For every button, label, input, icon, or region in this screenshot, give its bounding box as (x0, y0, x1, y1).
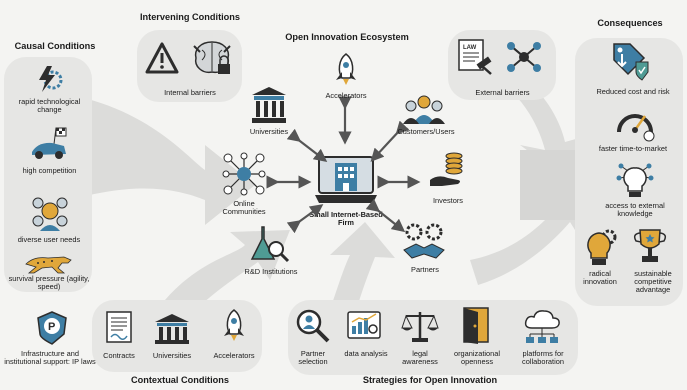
partner-search-icon (296, 309, 330, 343)
external-barriers-label: External barriers (475, 88, 530, 97)
consequence-item-3: access to external knowledge (605, 201, 665, 218)
ecosystem-rd-institutions: R&D Institutions (244, 267, 298, 276)
contextual-item-1: Contracts (103, 351, 135, 360)
law-document-gavel-icon: LAW (458, 39, 492, 75)
rocket-icon (224, 309, 244, 341)
ecosystem-investors: Investors (433, 196, 463, 205)
rocket-icon (336, 53, 356, 85)
network-nodes-icon (507, 42, 541, 72)
lightbulb-gear-icon (587, 229, 617, 265)
strategy-item-4: organizational openness (453, 349, 501, 366)
university-building-icon (155, 314, 189, 344)
race-car-flag-icon (32, 127, 67, 159)
strategy-item-5: platforms for collaboration (522, 349, 564, 366)
laptop-building-icon (315, 156, 377, 203)
strategies-title: Strategies for Open Innovation (362, 375, 498, 385)
causal-item-3: diverse user needs (17, 235, 81, 244)
ecosystem-accelerators: Accelerators (325, 91, 367, 100)
intervening-title: Intervening Conditions (139, 12, 241, 22)
ecosystem-customers: Customers/Users (397, 127, 455, 136)
consequence-item-1: Reduced cost and risk (596, 87, 670, 96)
causal-item-4: survival pressure (agility, speed) (8, 274, 90, 291)
central-firm-label: Small Internet-Based Firm (309, 210, 383, 227)
flask-magnifier-icon (250, 226, 290, 263)
causal-panel (4, 57, 92, 292)
causal-title: Causal Conditions (14, 41, 96, 51)
online-communities-icon (222, 152, 266, 196)
warning-triangle-icon (145, 42, 179, 74)
consequence-item-4: radical innovation (583, 269, 617, 286)
cheetah-icon (25, 256, 72, 274)
contract-icon (106, 311, 132, 343)
lightbulb-network-icon (616, 163, 654, 197)
trophy-icon (633, 229, 667, 262)
price-tag-shield-icon (613, 43, 649, 81)
contextual-item-3: Accelerators (213, 351, 255, 360)
coins-hand-icon (430, 152, 463, 186)
causal-item-1: rapid technological change (18, 97, 81, 114)
causal-item-2: high competition (22, 166, 77, 175)
ecosystem-title: Open Innovation Ecosystem (285, 32, 409, 42)
ip-shield-icon: P (37, 311, 67, 345)
consequence-item-5: sustainable competitive advantage (634, 269, 672, 294)
contextual-item-2: Universities (152, 351, 192, 360)
consequences-title: Consequences (597, 18, 663, 28)
open-door-icon (463, 307, 489, 344)
brain-lock-icon (193, 41, 231, 74)
consequence-item-2: faster time-to-market (598, 144, 668, 153)
contextual-infrastructure: Infrastructure and institutional support… (4, 349, 96, 366)
diverse-users-icon (32, 197, 68, 231)
university-building-icon (252, 87, 286, 123)
svg-text:LAW: LAW (463, 45, 477, 51)
data-analysis-icon (347, 311, 381, 339)
ecosystem-universities: Universities (249, 127, 289, 136)
ecosystem-online-communities: Online Communities (222, 199, 266, 216)
contextual-title: Contextual Conditions (131, 375, 229, 385)
strategy-item-2: data analysis (344, 349, 388, 358)
strategy-item-1: Partner selection (298, 349, 328, 366)
ecosystem-partners: Partners (411, 265, 439, 274)
strategy-item-3: legal awareness (402, 349, 438, 366)
lightning-gear-icon (39, 66, 63, 92)
handshake-gears-icon (403, 223, 445, 259)
svg-text:P: P (48, 321, 55, 333)
internal-barriers-label: Internal barriers (164, 88, 216, 97)
customers-users-icon (403, 95, 445, 124)
scales-icon (401, 312, 439, 342)
speedometer-icon (617, 114, 655, 142)
cloud-platform-icon (524, 310, 560, 343)
